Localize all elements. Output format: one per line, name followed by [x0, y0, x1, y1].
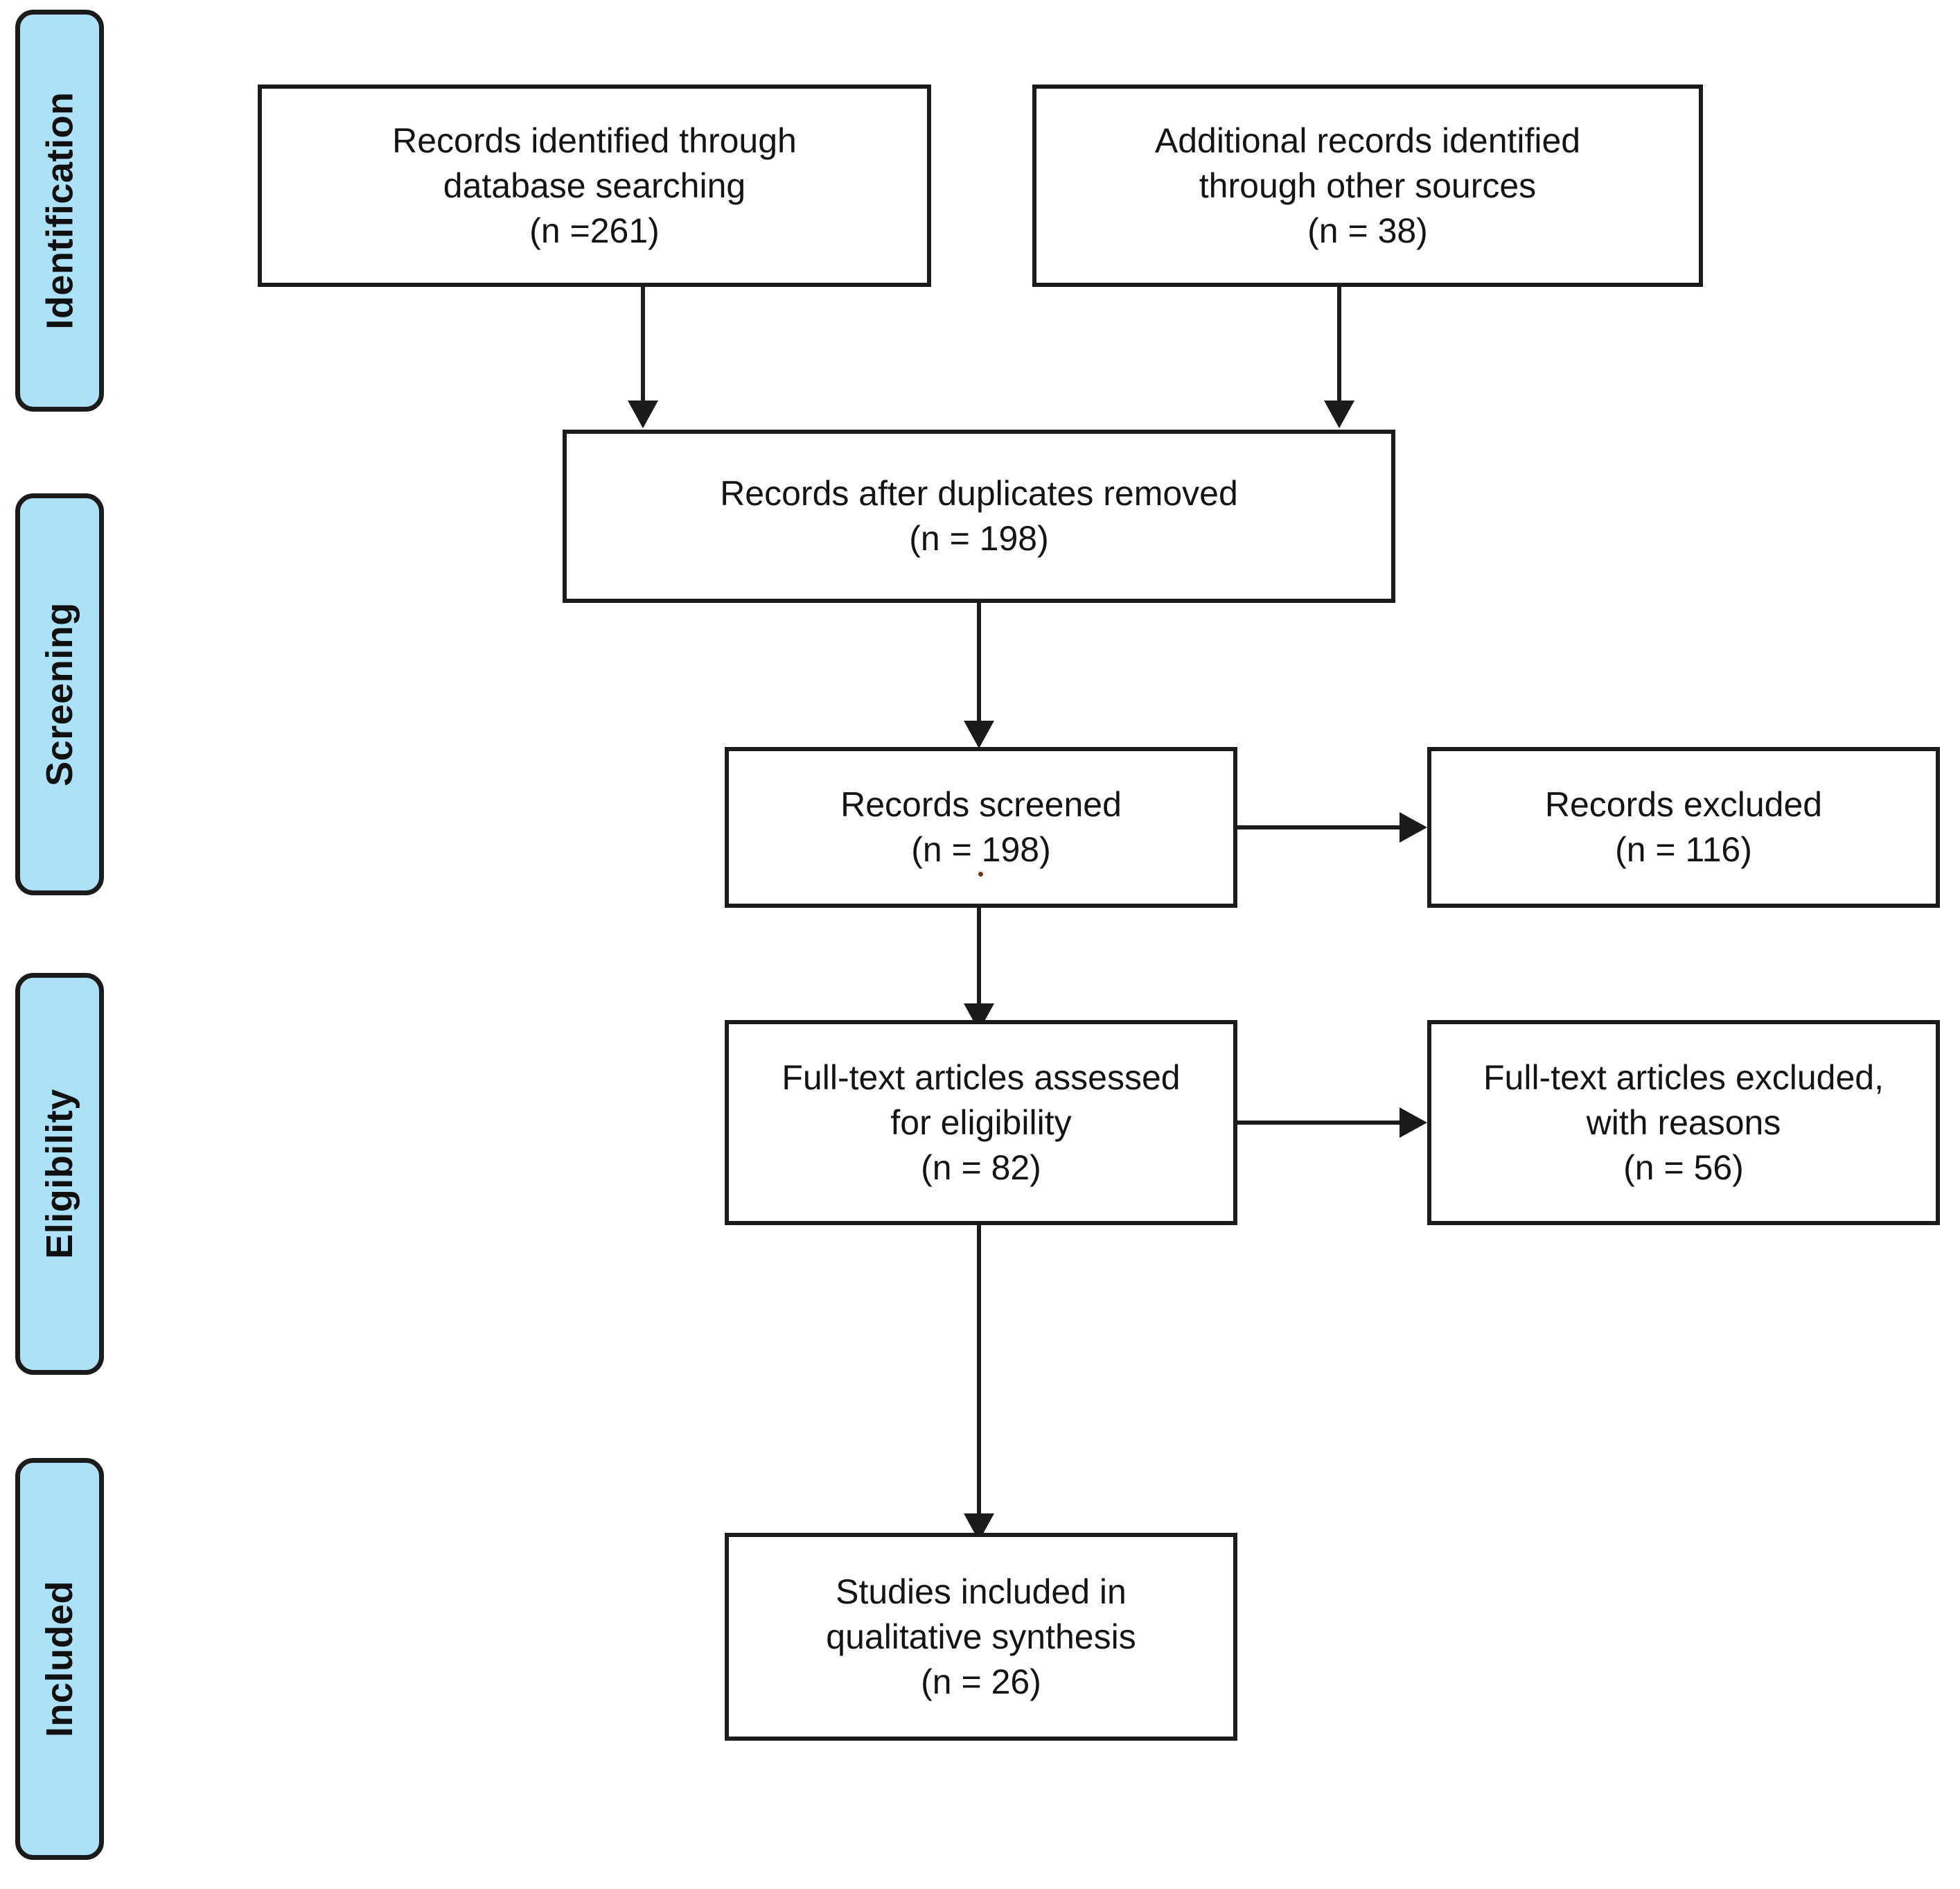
stage-bar-identification: Identification — [15, 10, 104, 412]
arrow-fulltext-to-excluded — [1400, 1107, 1427, 1138]
box-full-text-excluded: Full-text articles excluded, with reason… — [1427, 1020, 1940, 1225]
stage-label-eligibility: Eligibility — [39, 1089, 80, 1259]
arrow-screened-to-excluded — [1400, 812, 1427, 843]
box-records-excluded-text: Records excluded (n = 116) — [1544, 785, 1823, 869]
stage-bar-eligibility: Eligibility — [15, 973, 104, 1375]
box-records-after-duplicates-removed: Records after duplicates removed (n = 19… — [563, 430, 1395, 603]
connector-line-screened-to-excluded — [1237, 825, 1402, 829]
connector-line-fulltext-to-included — [977, 1225, 981, 1515]
connector-line-additional-to-duplicates — [1337, 287, 1341, 402]
box-records-screened-text: Records screened (n = 198) — [840, 785, 1122, 869]
box-records-excluded: Records excluded (n = 116) — [1427, 747, 1940, 908]
arrow-additional-to-duplicates — [1324, 401, 1354, 428]
box-additional-records-other-sources: Additional records identified through ot… — [1032, 85, 1703, 287]
box-records-identified-database-text: Records identified through database sear… — [392, 121, 797, 250]
ink-speck-artifact — [978, 872, 983, 877]
stage-label-screening: Screening — [39, 602, 80, 787]
box-records-screened: Records screened (n = 198) — [725, 747, 1237, 908]
stage-bar-included: Included — [15, 1458, 104, 1860]
stage-label-identification: Identification — [39, 91, 80, 330]
box-studies-included: Studies included in qualitative synthesi… — [725, 1533, 1237, 1741]
box-full-text-assessed: Full-text articles assessed for eligibil… — [725, 1020, 1237, 1225]
connector-line-identified-to-duplicates — [641, 287, 645, 402]
box-additional-records-other-sources-text: Additional records identified through ot… — [1154, 121, 1581, 250]
arrow-duplicates-to-screened — [964, 721, 994, 748]
connector-line-fulltext-to-excluded — [1237, 1121, 1402, 1125]
connector-line-screened-to-fulltext — [977, 908, 981, 1005]
stage-label-included: Included — [39, 1580, 81, 1738]
box-full-text-assessed-text: Full-text articles assessed for eligibil… — [782, 1057, 1181, 1187]
box-records-after-duplicates-removed-text: Records after duplicates removed (n = 19… — [720, 474, 1238, 558]
box-studies-included-text: Studies included in qualitative synthesi… — [826, 1572, 1136, 1701]
box-records-identified-database: Records identified through database sear… — [258, 85, 931, 287]
arrow-identified-to-duplicates — [628, 401, 658, 428]
stage-bar-screening: Screening — [15, 493, 104, 895]
connector-line-duplicates-to-screened — [977, 603, 981, 722]
box-full-text-excluded-text: Full-text articles excluded, with reason… — [1483, 1057, 1884, 1187]
